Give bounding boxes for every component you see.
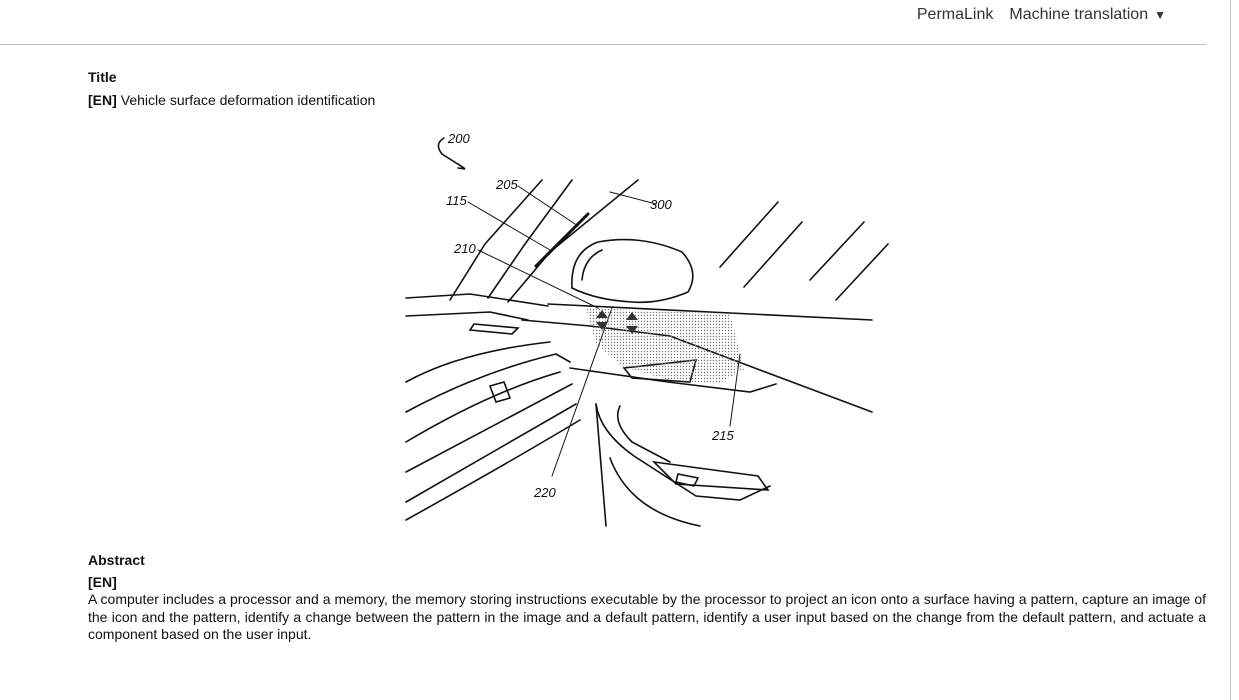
door-pocket [595,403,771,501]
dash-base [405,419,581,521]
ref-210: 210 [453,241,476,256]
pillar-trim [534,212,590,268]
side-mirror [571,238,694,304]
dash-lower-contour [405,371,561,443]
window-switch [675,473,700,487]
dash-upper-contour [405,341,551,383]
glass-line-3 [809,221,865,281]
mirror-inner-edge [581,249,603,281]
seat-edge [609,457,701,527]
a-pillar-inner [487,179,573,299]
dash-vent [468,323,520,335]
projected-icons [596,310,638,334]
dash-bottom [405,403,577,503]
page-edge-divider [1230,0,1231,700]
ref-300: 300 [650,197,672,212]
ref-220: 220 [533,485,556,500]
title-heading: Title [88,69,117,85]
dash-vent-line [405,353,571,413]
leader-200 [437,137,465,169]
abstract-lang-tag: [EN] [88,574,117,590]
abstract-heading: Abstract [88,552,145,568]
leader-300 [609,191,657,205]
patent-drawing: 200 205 115 300 210 215 220 [405,131,889,527]
dash-top [405,293,549,307]
arrow-200-head [457,163,466,170]
arrow-up-icon [626,312,638,320]
arrow-up-icon [596,310,608,318]
projected-pattern-area [586,308,744,384]
door-pocket-inner [616,405,671,463]
ref-200: 200 [447,131,470,146]
title-line: [EN]Vehicle surface deformation identifi… [88,92,375,108]
a-pillar-outer [449,179,543,301]
permalink-link[interactable]: PermaLink [916,6,994,23]
ref-115: 115 [446,193,467,208]
top-links: PermaLink Machine translation ▼ [917,6,1166,24]
dash-panel [405,383,573,473]
glass-line-4 [835,243,889,301]
dash-edge [405,311,529,321]
lower-door-edge [595,403,607,527]
arrow-down-icon [626,326,638,334]
window-switch-panel [651,460,770,491]
leader-205 [517,185,579,227]
arrow-down-icon [596,322,608,330]
leader-115 [467,201,551,251]
top-bar: PermaLink Machine translation ▼ [0,0,1206,45]
ref-205: 205 [495,177,518,192]
patent-title: Vehicle surface deformation identificati… [120,92,376,108]
machine-translation-label: Machine translation [1009,6,1149,23]
belt-line [547,303,873,321]
leader-210 [477,249,599,309]
machine-translation-dropdown[interactable]: Machine translation ▼ [1009,6,1166,24]
vent-knob [488,381,512,403]
glass-line-2 [743,221,803,288]
door-armrest-top [569,367,777,393]
ref-215: 215 [711,428,734,443]
title-lang-tag: [EN] [88,92,117,108]
triangle-down-icon: ▼ [1154,8,1166,22]
glass-line-1 [719,201,779,268]
abstract-text: A computer includes a processor and a me… [88,591,1206,642]
